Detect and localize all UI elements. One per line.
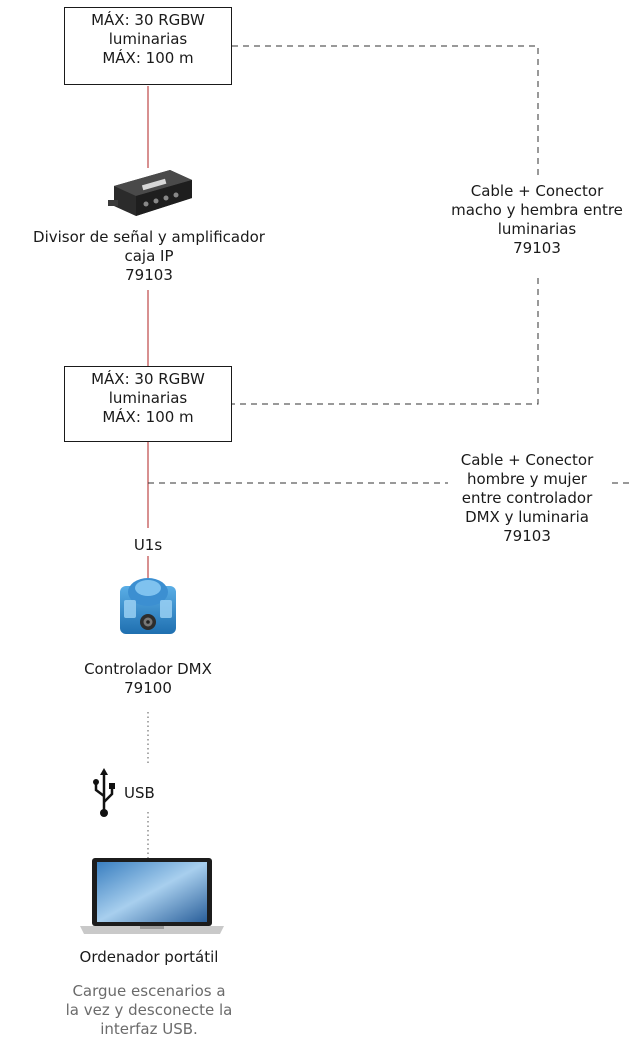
laptop-label: Ordenador portátil: [79, 948, 219, 966]
dashed-loop-upper-return: [232, 278, 539, 405]
capacity-box-middle-line1: MÁX: 30 RGBW: [91, 370, 205, 388]
splitter-label: Divisor de señal y amplificador caja IP …: [8, 228, 290, 285]
usb-label: USB: [124, 784, 155, 802]
cable-label-lower-line2: hombre y mujer: [467, 470, 587, 488]
cable-label-lower-line4: DMX y luminaria: [465, 508, 589, 526]
usb-note-line3: interfaz USB.: [100, 1020, 198, 1038]
u1s-label: U1s: [133, 536, 163, 554]
usb-icon: [93, 768, 115, 817]
cable-label-upper-line3: luminarias: [497, 220, 577, 238]
cable-label-upper-line4: 79103: [513, 239, 561, 257]
dmx-controller-icon: [120, 578, 176, 634]
cable-label-upper-line2: macho y hembra entre: [451, 201, 623, 219]
capacity-box-top-line3: MÁX: 100 m: [102, 49, 194, 67]
cable-label-upper-line1: Cable + Conector: [470, 182, 604, 200]
controller-label-line1: Controlador DMX: [84, 660, 212, 678]
usb-note: Cargue escenarios a la vez y desconecte …: [18, 982, 280, 1039]
cable-label-lower-line1: Cable + Conector: [460, 451, 594, 469]
capacity-box-top: MÁX: 30 RGBW luminarias MÁX: 100 m: [64, 7, 232, 85]
cable-label-lower: Cable + Conector hombre y mujer entre co…: [442, 451, 612, 546]
cable-label-lower-line5: 79103: [503, 527, 551, 545]
splitter-label-line1: Divisor de señal y amplificador: [33, 228, 265, 246]
dashed-loop-upper: [232, 45, 539, 180]
cable-label-upper: Cable + Conector macho y hembra entre lu…: [442, 182, 629, 258]
capacity-box-middle-line3: MÁX: 100 m: [102, 408, 194, 426]
cable-label-lower-line3: entre controlador: [461, 489, 593, 507]
controller-label-line2: 79100: [124, 679, 172, 697]
splitter-label-line2: caja IP: [124, 247, 174, 265]
splitter-label-line3: 79103: [125, 266, 173, 284]
capacity-box-middle: MÁX: 30 RGBW luminarias MÁX: 100 m: [64, 366, 232, 442]
usb-note-line2: la vez y desconecte la: [65, 1001, 233, 1019]
usb-note-line1: Cargue escenarios a: [72, 982, 226, 1000]
capacity-box-middle-line2: luminarias: [108, 389, 188, 407]
controller-label: Controlador DMX 79100: [48, 660, 248, 698]
laptop-icon: [80, 858, 224, 934]
capacity-box-top-line2: luminarias: [108, 30, 188, 48]
capacity-box-top-line1: MÁX: 30 RGBW: [91, 11, 205, 29]
splitter-box-icon: [108, 170, 192, 216]
